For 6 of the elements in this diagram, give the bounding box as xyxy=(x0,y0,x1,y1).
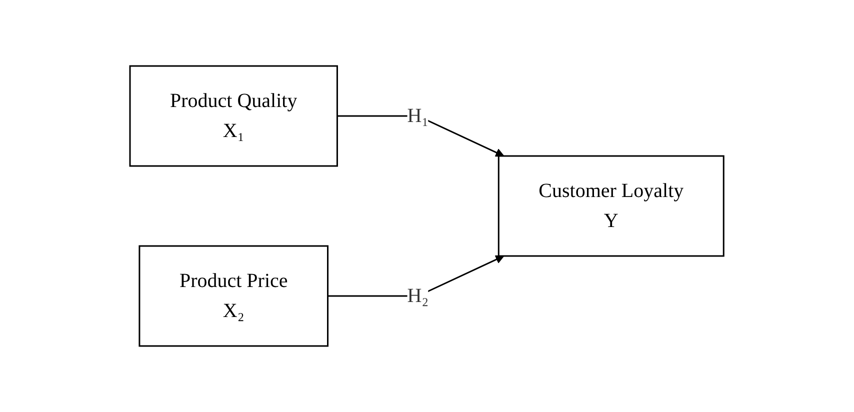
edge-label: H₂ xyxy=(407,285,429,307)
node-box: Customer Loyalty Y xyxy=(498,155,725,257)
edge-label: H₁ xyxy=(407,105,429,127)
node-box: Product Quality X₁ xyxy=(129,65,338,167)
arrow xyxy=(328,255,504,297)
node-box: Product Price X₂ xyxy=(138,245,329,347)
